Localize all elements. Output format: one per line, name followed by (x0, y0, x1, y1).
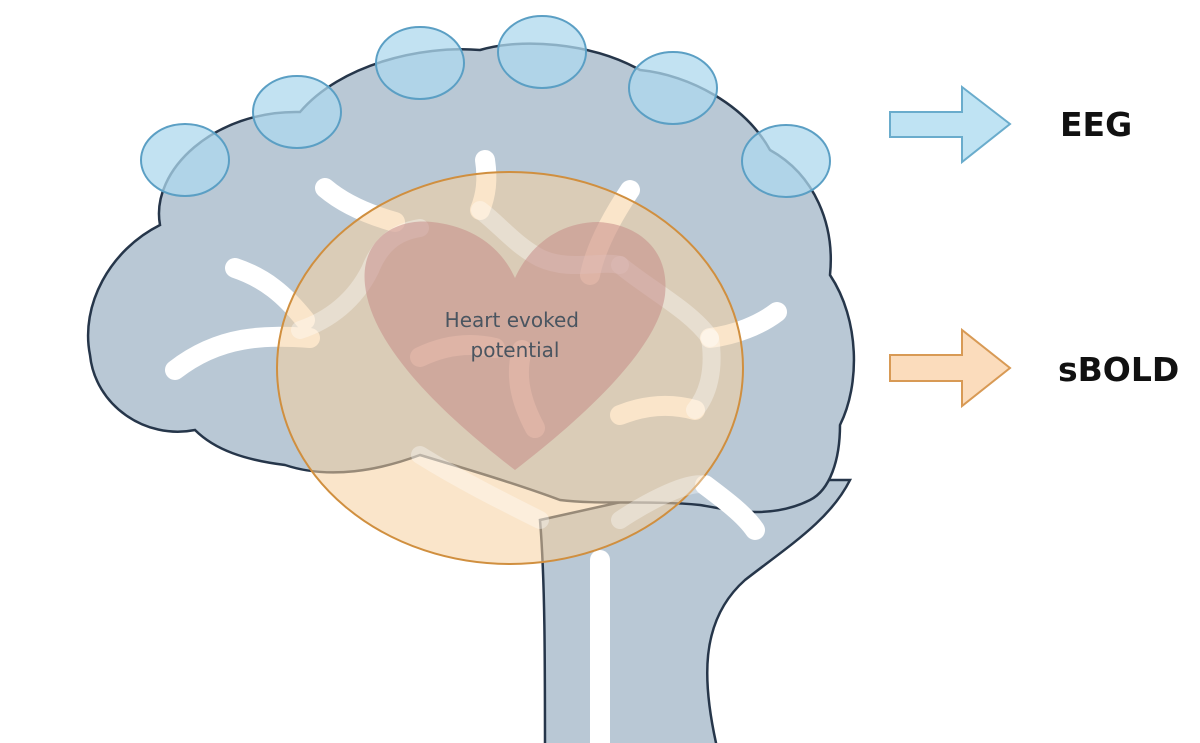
arrow-right-icon (889, 327, 1012, 409)
eeg-electrode-icon (497, 15, 587, 89)
center-label-line-1: Heart evoked (445, 308, 579, 332)
eeg-label: EEG (1060, 105, 1132, 144)
eeg-electrode-icon (375, 26, 465, 100)
heart-icon (364, 221, 666, 470)
eeg-electrodes (140, 15, 831, 198)
sbold-label: sBOLD (1058, 350, 1179, 389)
heart-evoked-potential-label: Heart evoked potential (445, 308, 586, 362)
eeg-electrode-icon (140, 123, 230, 197)
eeg-electrode-icon (628, 51, 718, 125)
arrow-right-icon (889, 84, 1012, 165)
eeg-electrode-icon (252, 75, 342, 149)
center-label-line-2: potential (471, 338, 560, 362)
brainstem (538, 478, 853, 743)
eeg-electrode-icon (741, 124, 831, 198)
